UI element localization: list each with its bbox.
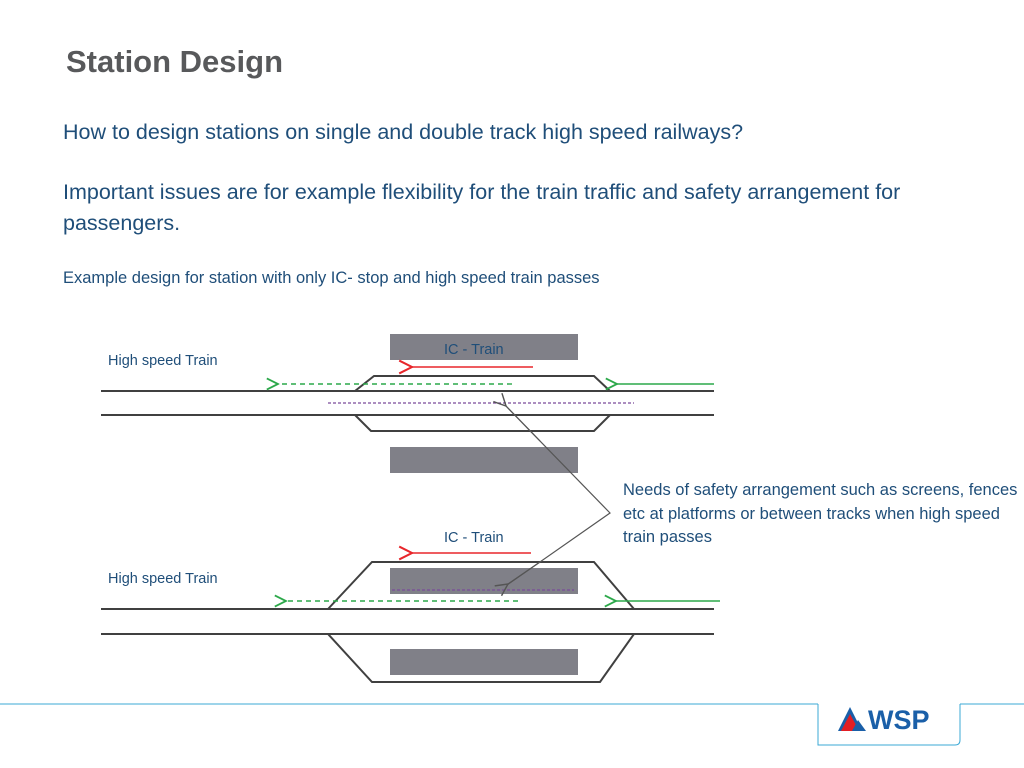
bottom-ic-train-label: IC - Train <box>444 530 504 546</box>
wsp-logo-text: WSP <box>868 705 930 735</box>
bottom-hs-train-label: High speed Train <box>108 571 218 587</box>
top-platform-upper <box>390 334 578 360</box>
question-paragraph: How to design stations on single and dou… <box>63 120 744 144</box>
logo-frame <box>817 704 961 746</box>
top-lower-siding <box>354 414 611 432</box>
bottom-lower-loop <box>327 633 635 683</box>
pointer-arrow-bottom <box>508 561 541 584</box>
bottom-upper-loop <box>327 561 635 610</box>
page-title: Station Design <box>66 44 284 79</box>
bottom-station <box>101 553 720 683</box>
top-platform-lower <box>390 447 578 473</box>
top-station <box>101 334 714 473</box>
safety-callout-pointer <box>505 405 611 585</box>
top-hs-train-label: High speed Train <box>108 353 218 369</box>
top-ic-train-label: IC - Train <box>444 342 504 358</box>
example-caption: Example design for station with only IC-… <box>63 269 600 287</box>
footer <box>0 703 1024 746</box>
wsp-logo-mark <box>838 707 866 731</box>
bottom-platform-lower <box>390 649 578 675</box>
issues-paragraph: Important issues are for example flexibi… <box>63 180 901 235</box>
safety-note: Needs of safety arrangement such as scre… <box>623 481 1018 546</box>
pointer-arrow-top <box>506 406 541 442</box>
